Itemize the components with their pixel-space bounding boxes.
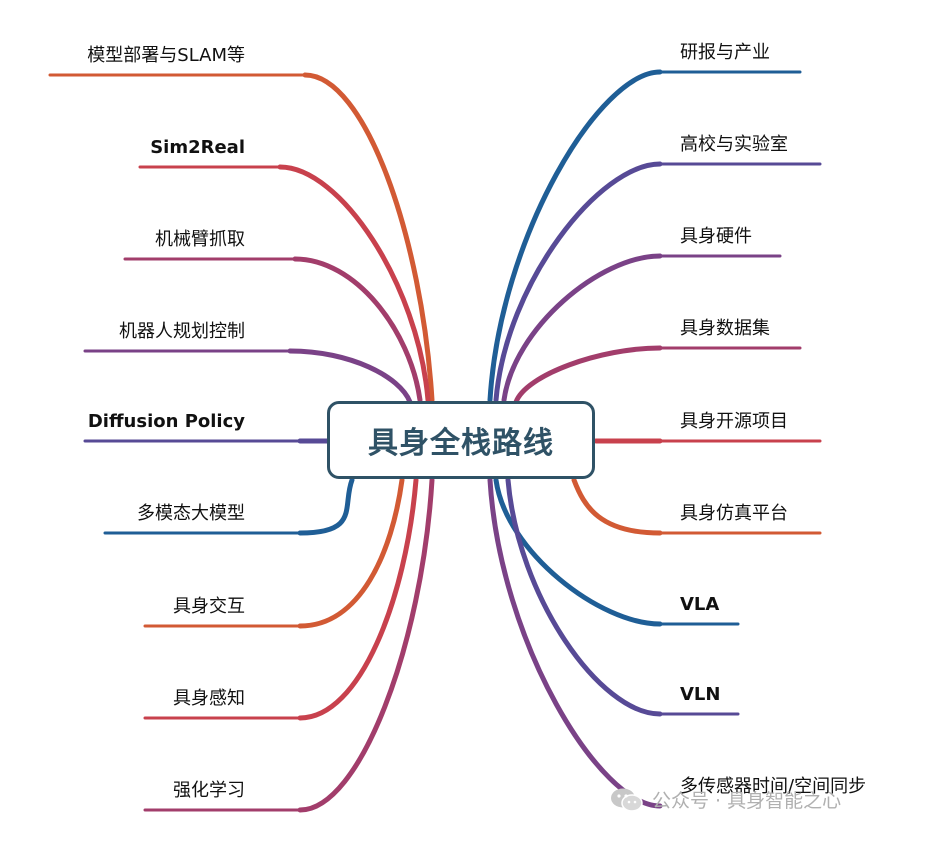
central-topic[interactable]: 具身全栈路线 (327, 401, 595, 479)
left-branch-curve-6 (297, 477, 355, 536)
left-branch-label-4[interactable]: 机器人规划控制 (119, 321, 245, 342)
left-branch-curve-9 (297, 477, 435, 813)
central-topic-title: 具身全栈路线 (368, 426, 554, 461)
right-branch-label-3[interactable]: 具身硬件 (680, 226, 752, 247)
right-branch-curve-8 (505, 477, 663, 717)
watermark: 公众号 · 具身智能之心 (610, 786, 841, 813)
left-branch-curve-7 (297, 477, 405, 629)
right-branch-label-8[interactable]: VLN (680, 684, 721, 705)
left-branch-curve-1 (302, 72, 435, 403)
right-branch-curve-4 (513, 345, 663, 405)
right-branch-label-2[interactable]: 高校与实验室 (680, 134, 788, 155)
right-branch-curve-7 (493, 477, 663, 627)
left-branch-label-9[interactable]: 强化学习 (173, 780, 245, 801)
left-branch-label-3[interactable]: 机械臂抓取 (155, 229, 245, 250)
right-branch-label-9[interactable]: 多传感器时间/空间同步 (680, 776, 867, 797)
right-branch-label-5[interactable]: 具身开源项目 (680, 411, 788, 432)
right-branch-curve-1 (487, 69, 663, 403)
left-branch-label-7[interactable]: 具身交互 (173, 596, 245, 617)
right-branch-curve-2 (493, 161, 663, 403)
left-branch-label-2[interactable]: Sim2Real (150, 137, 245, 158)
left-branch-curve-4 (287, 348, 413, 405)
left-branch-label-1[interactable]: 模型部署与SLAM等 (87, 45, 245, 66)
right-branch-curve-3 (501, 253, 663, 403)
left-branch-label-6[interactable]: 多模态大模型 (137, 503, 245, 524)
right-branch-label-1[interactable]: 研报与产业 (680, 42, 770, 63)
right-branch-label-7[interactable]: VLA (680, 594, 720, 615)
left-branch-curve-8 (297, 477, 419, 721)
right-branch-curve-6 (571, 477, 663, 536)
left-branch-curve-2 (277, 164, 431, 403)
right-branch-label-6[interactable]: 具身仿真平台 (680, 503, 788, 524)
watermark-text: 公众号 · 具身智能之心 (652, 790, 842, 812)
left-branch-label-8[interactable]: 具身感知 (173, 688, 245, 709)
left-branch-label-5[interactable]: Diffusion Policy (87, 411, 245, 432)
right-branch-label-4[interactable]: 具身数据集 (680, 318, 770, 339)
wechat-icon (611, 788, 643, 812)
left-branch-curve-3 (292, 256, 423, 403)
